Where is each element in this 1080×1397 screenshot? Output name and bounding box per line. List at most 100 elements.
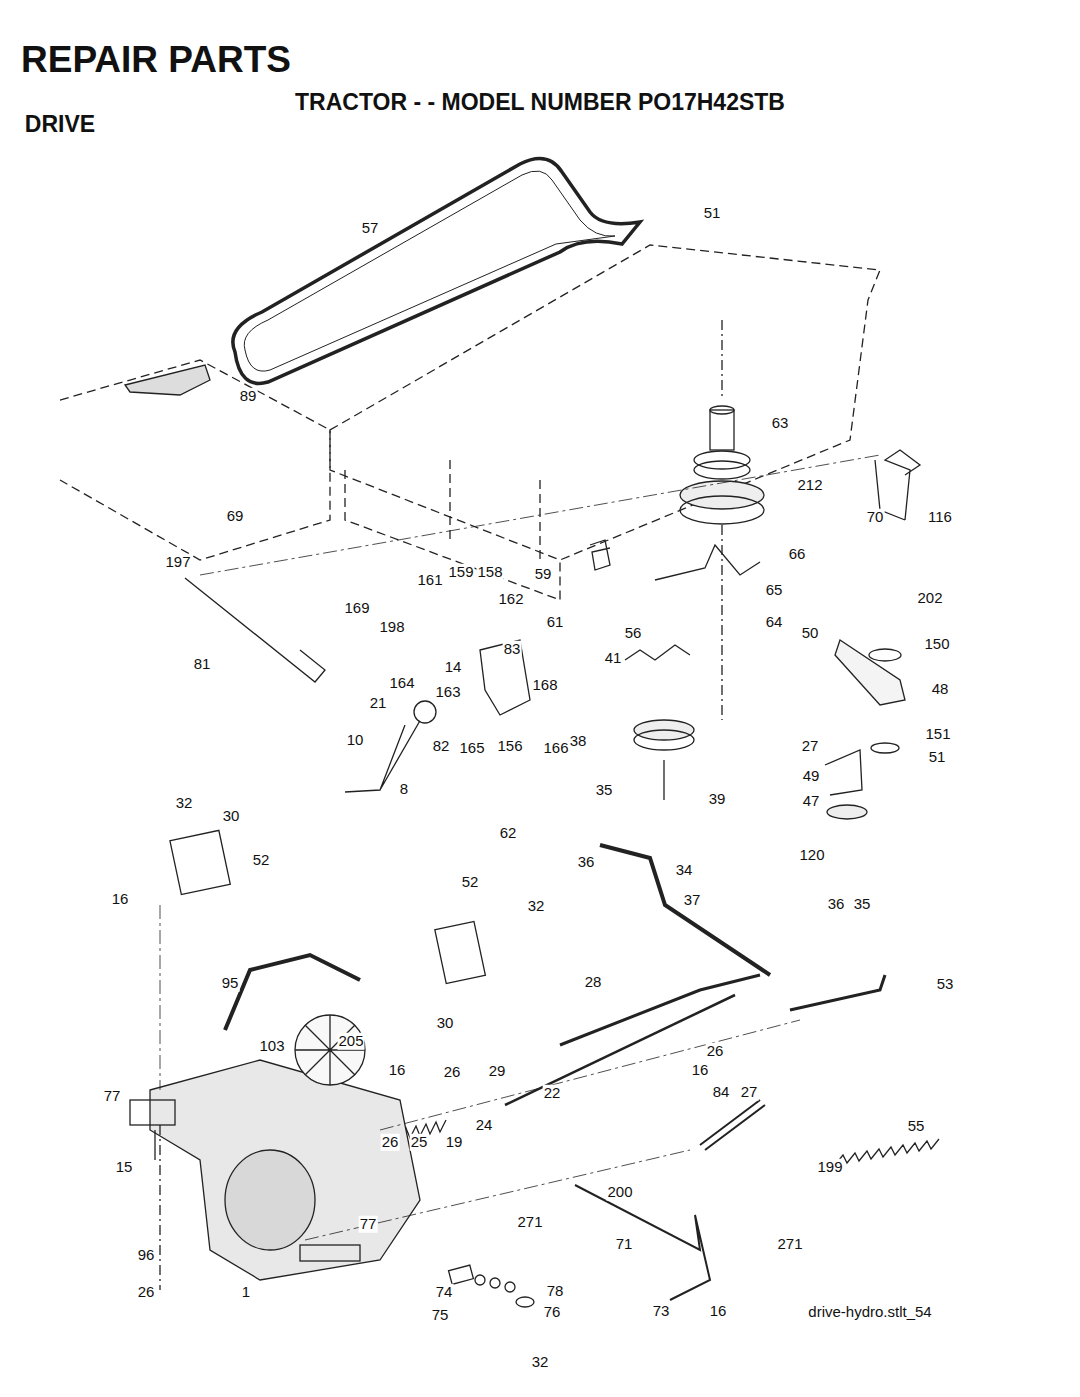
callout-number: 164 [388,675,415,692]
callout-number: 25 [410,1134,429,1151]
callout-number: 16 [691,1062,710,1079]
callout-number: 35 [853,896,872,913]
callout-number: 116 [927,509,953,526]
callout-number: 53 [936,976,955,993]
callout-number: 51 [928,749,947,766]
callout-number: 96 [137,1247,156,1264]
callout-number: 169 [343,600,370,617]
callout-number: 41 [604,650,623,667]
callout-number: 30 [222,808,241,825]
callout-number: 16 [111,891,130,908]
spring [835,1139,939,1165]
callout-number: 62 [499,825,518,842]
callout-number: 15 [115,1159,134,1176]
callout-number: 150 [923,636,950,653]
callout-number: 14 [444,659,463,676]
callout-number: 66 [788,546,807,563]
callout-number: 26 [381,1134,400,1151]
callout-number: 26 [137,1284,156,1301]
callout-number: 69 [226,508,245,525]
callout-number: 161 [416,572,443,589]
callout-number: 166 [542,740,569,757]
callout-number: 95 [221,975,240,992]
callout-number: 168 [531,677,558,694]
callout-number: 77 [103,1088,122,1105]
callout-number: 162 [497,591,524,608]
callout-number: 52 [461,874,480,891]
callout-number: 197 [164,554,191,571]
callout-number: 22 [543,1085,562,1102]
callout-number: 32 [175,795,194,812]
callout-number: 165 [458,740,485,757]
callout-number: 10 [346,732,365,749]
callout-number: 47 [802,793,821,810]
callout-number: 37 [683,892,702,909]
callout-number: 89 [239,388,258,405]
callout-number: 49 [802,768,821,785]
callout-number: 36 [577,854,596,871]
callout-number: 120 [798,847,825,864]
callout-number: 48 [931,681,950,698]
callout-number: 151 [924,726,951,743]
callout-number: 163 [434,684,461,701]
callout-number: 55 [907,1118,926,1135]
callout-number: 32 [531,1354,550,1371]
callout-number: 16 [709,1303,728,1320]
callout-number: 271 [516,1214,543,1231]
callout-number: 51 [703,205,722,222]
callout-number: 83 [503,641,522,658]
callout-number: 27 [801,738,820,755]
callout-number: 78 [546,1283,565,1300]
callout-number: 65 [765,582,784,599]
callout-number: 21 [369,695,388,712]
callout-number: 34 [675,862,694,879]
callout-number: 77 [359,1216,378,1233]
callout-number: 75 [431,1307,450,1324]
callout-number: 26 [443,1064,462,1081]
frame-outline [60,245,880,600]
callout-number: 28 [584,974,603,991]
callout-number: 71 [615,1236,634,1253]
callout-number: 103 [258,1038,285,1055]
callout-number: 74 [435,1284,454,1301]
callout-number: 38 [569,733,588,750]
callout-number: 50 [801,625,820,642]
callout-number: 1 [241,1284,251,1301]
callout-number: 8 [399,781,409,798]
section-heading: TRACTOR - - MODEL NUMBER PO17H42STB [294,90,786,115]
callout-number: 200 [606,1184,633,1201]
callout-number: 82 [432,738,451,755]
pulley-stack [680,320,764,720]
callout-number: 52 [252,852,271,869]
callout-number: 271 [776,1236,803,1253]
callout-number: 19 [445,1134,464,1151]
callout-number: 32 [527,898,546,915]
callout-number: 59 [534,566,553,583]
callout-number: drive-hydro.stlt_54 [807,1304,932,1321]
callout-number: 159 [447,564,474,581]
callout-number: 156 [496,738,523,755]
page-title: REPAIR PARTS [21,39,291,81]
transmission [130,1015,420,1290]
callout-number: 64 [765,614,784,631]
callout-number: 73 [652,1303,671,1320]
callout-number: 57 [361,220,380,237]
callout-number: 198 [378,619,405,636]
callout-number: 158 [476,564,503,581]
callout-number: 205 [337,1033,364,1050]
callout-number: 76 [543,1304,562,1321]
callout-number: 26 [706,1043,725,1060]
drive-belt [233,159,640,384]
callout-number: 16 [388,1062,407,1079]
callout-number: 63 [771,415,790,432]
callout-number: 39 [708,791,727,808]
callout-number: 84 [712,1084,731,1101]
callout-number: 199 [816,1159,843,1176]
callout-number: 202 [916,590,943,607]
callout-number: 81 [193,656,212,673]
callout-number: 24 [475,1117,494,1134]
callout-number: 35 [595,782,614,799]
callout-number: 30 [436,1015,455,1032]
section-heading: DRIVE [24,112,96,137]
